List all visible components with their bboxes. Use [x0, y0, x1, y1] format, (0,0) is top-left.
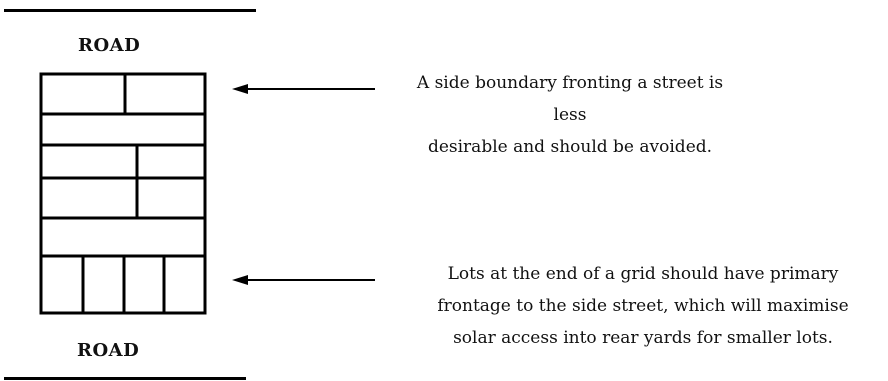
lot-grid	[39, 72, 207, 315]
road-label-top: ROAD	[78, 35, 141, 56]
note-line: frontage to the side street, which will …	[437, 296, 849, 316]
note-side-boundary: A side boundary fronting a street is les…	[405, 67, 735, 163]
arrow-top-head	[232, 84, 248, 94]
road-label-bottom: ROAD	[77, 340, 140, 361]
note-line: A side boundary fronting a street is les…	[416, 73, 724, 125]
note-line: solar access into rear yards for smaller…	[453, 328, 833, 348]
note-end-lots: Lots at the end of a grid should have pr…	[403, 258, 883, 354]
road-line-top	[4, 9, 256, 12]
note-line: Lots at the end of a grid should have pr…	[447, 264, 839, 284]
arrow-bottom-head	[232, 275, 248, 285]
road-line-bottom	[4, 377, 246, 380]
note-line: desirable and should be avoided.	[427, 137, 713, 157]
